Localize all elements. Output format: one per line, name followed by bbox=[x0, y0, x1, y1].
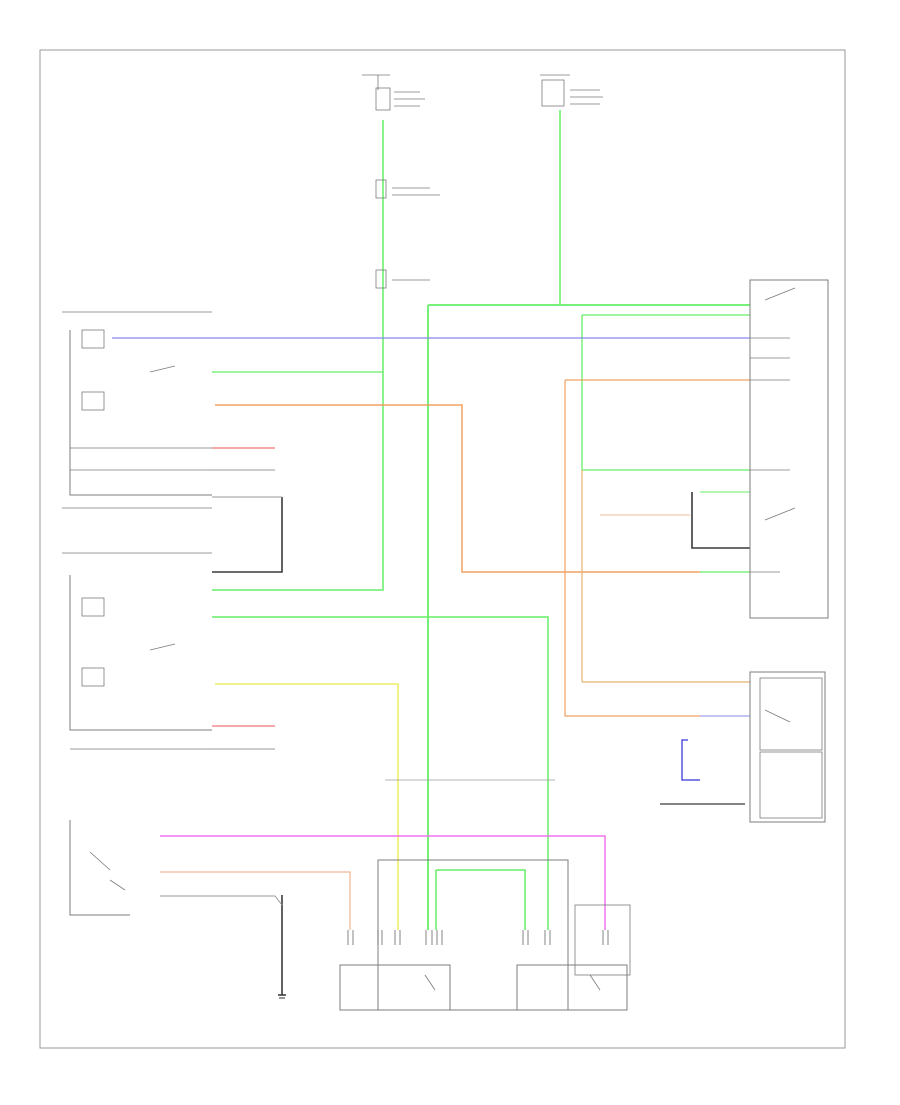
wire-orange bbox=[215, 404, 700, 573]
wire-black bbox=[212, 497, 283, 573]
seat-heater-element-right bbox=[516, 904, 631, 1011]
seat-heater-switch-lower bbox=[69, 575, 212, 750]
connector-stack bbox=[375, 179, 440, 289]
diagram-border bbox=[39, 49, 846, 1049]
wire-green bbox=[212, 120, 384, 591]
wire-group bbox=[112, 110, 750, 995]
seat-heater-control-unit bbox=[749, 279, 829, 619]
ground-symbol bbox=[278, 994, 286, 999]
wire-gray bbox=[160, 895, 283, 906]
seat-heater-relay bbox=[749, 671, 826, 823]
fuse-block-2 bbox=[540, 74, 603, 107]
seat-switch-bottom bbox=[69, 820, 130, 916]
wire-blue bbox=[681, 739, 700, 781]
connector-marks bbox=[347, 930, 609, 945]
seat-heater-switch-upper bbox=[69, 329, 212, 496]
fuse-block-1 bbox=[362, 74, 425, 111]
wire-green bbox=[436, 869, 526, 930]
wire-green bbox=[212, 616, 549, 930]
wire-peach bbox=[160, 871, 351, 930]
seat-heater-element-left bbox=[339, 859, 569, 1011]
wire-orange bbox=[564, 380, 700, 717]
wire-magenta bbox=[160, 835, 606, 930]
wire-black bbox=[691, 492, 750, 549]
wire-yellow bbox=[215, 683, 399, 930]
